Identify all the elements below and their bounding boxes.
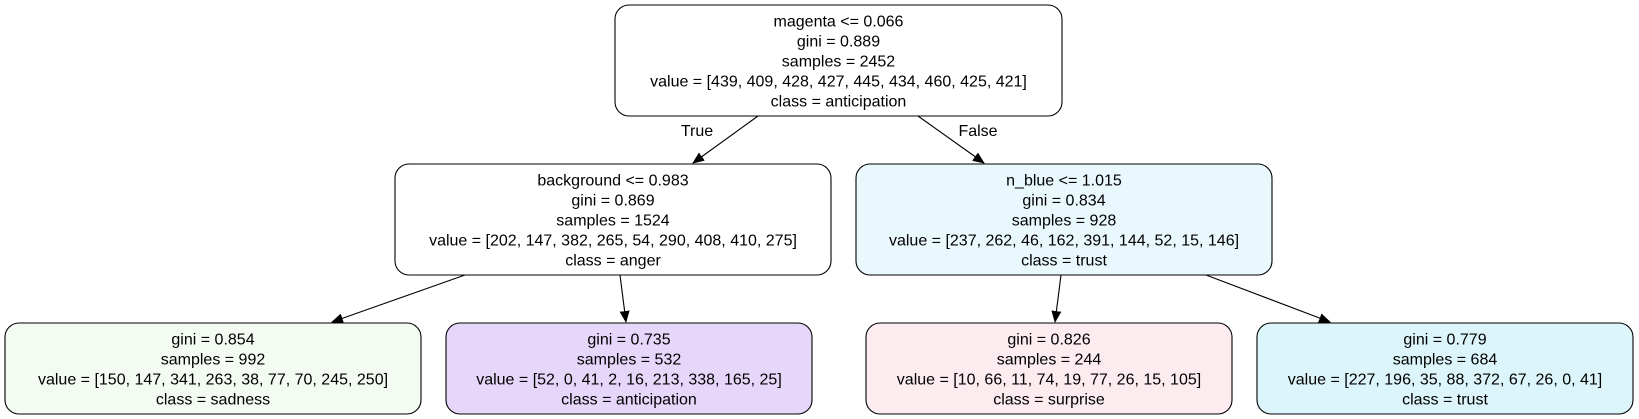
nodes-layer: magenta <= 0.066 gini = 0.889 samples = 24…: [4, 4, 1634, 415]
node-text-line: samples = 684: [1393, 352, 1498, 369]
tree-node-leaf-surprise: gini = 0.826 samples = 244 value = [10, 66…: [865, 322, 1233, 415]
node-text-line: value = [10, 66, 11, 74, 19, 77, 26, 15,…: [897, 372, 1201, 389]
node-text-line: value = [52, 0, 41, 2, 16, 213, 338, 165…: [476, 372, 782, 389]
edge-left-to-leaf-anticipation: [619, 274, 630, 323]
tree-node-leaf-anticipation: gini = 0.735 samples = 532 value = [52, 0,…: [445, 322, 813, 415]
node-text-line: gini = 0.854: [171, 332, 254, 349]
edge-right-to-leaf-surprise: [1051, 274, 1062, 323]
node-text-line: value = [237, 262, 46, 162, 391, 144, 52…: [889, 233, 1239, 250]
edge-right-to-leaf-trust: [1205, 274, 1331, 323]
node-text-line: class = trust: [1021, 253, 1107, 270]
node-text-line: value = [202, 147, 382, 265, 54, 290, 40…: [429, 233, 797, 250]
node-text-line: class = sadness: [156, 392, 270, 409]
node-box: [4, 322, 422, 415]
node-text-line: samples = 244: [997, 352, 1102, 369]
edge-label-true: True: [681, 123, 713, 140]
node-text-line: gini = 0.779: [1403, 332, 1486, 349]
node-text-line: gini = 0.735: [587, 332, 670, 349]
node-text-line: gini = 0.889: [797, 34, 880, 51]
node-text-line: n_blue <= 1.015: [1006, 173, 1122, 190]
node-text-line: samples = 928: [1012, 213, 1117, 230]
edge-root-to-left: [692, 115, 759, 164]
edge-left-to-leaf-sadness: [331, 274, 466, 324]
node-text-line: class = anger: [565, 253, 661, 270]
tree-node-left: background <= 0.983 gini = 0.869 samples =…: [394, 163, 832, 276]
node-text-line: gini = 0.826: [1007, 332, 1090, 349]
node-text-line: class = surprise: [993, 392, 1105, 409]
node-text-line: samples = 532: [577, 352, 682, 369]
node-text-line: value = [227, 196, 35, 88, 372, 67, 26, …: [1288, 372, 1602, 389]
node-box: [614, 4, 1063, 117]
tree-node-right: n_blue <= 1.015 gini = 0.834 samples = 928…: [855, 163, 1273, 276]
node-box: [855, 163, 1273, 276]
node-text-line: value = [150, 147, 341, 263, 38, 77, 70,…: [38, 372, 388, 389]
node-text-line: samples = 1524: [556, 213, 670, 230]
node-text-line: background <= 0.983: [537, 173, 688, 190]
edge-label-false: False: [958, 123, 997, 140]
node-text-line: gini = 0.869: [571, 193, 654, 210]
node-text-line: class = anticipation: [771, 94, 907, 111]
node-box: [445, 322, 813, 415]
node-box: [1256, 322, 1634, 415]
tree-node-leaf-sadness: gini = 0.854 samples = 992 value = [150, 1…: [4, 322, 422, 415]
node-text-line: class = anticipation: [561, 392, 697, 409]
node-text-line: gini = 0.834: [1022, 193, 1105, 210]
edges-layer: True False: [331, 115, 1331, 324]
node-text-line: value = [439, 409, 428, 427, 445, 434, 4…: [650, 74, 1027, 91]
tree-node-root: magenta <= 0.066 gini = 0.889 samples = 24…: [614, 4, 1063, 117]
node-box: [394, 163, 832, 276]
node-box: [865, 322, 1233, 415]
node-text-line: samples = 992: [161, 352, 266, 369]
node-text-line: magenta <= 0.066: [774, 14, 904, 31]
tree-node-leaf-trust: gini = 0.779 samples = 684 value = [227, 1…: [1256, 322, 1634, 415]
node-text-line: samples = 2452: [782, 54, 896, 71]
node-text-line: class = trust: [1402, 392, 1488, 409]
edge-root-to-right: [917, 115, 985, 164]
